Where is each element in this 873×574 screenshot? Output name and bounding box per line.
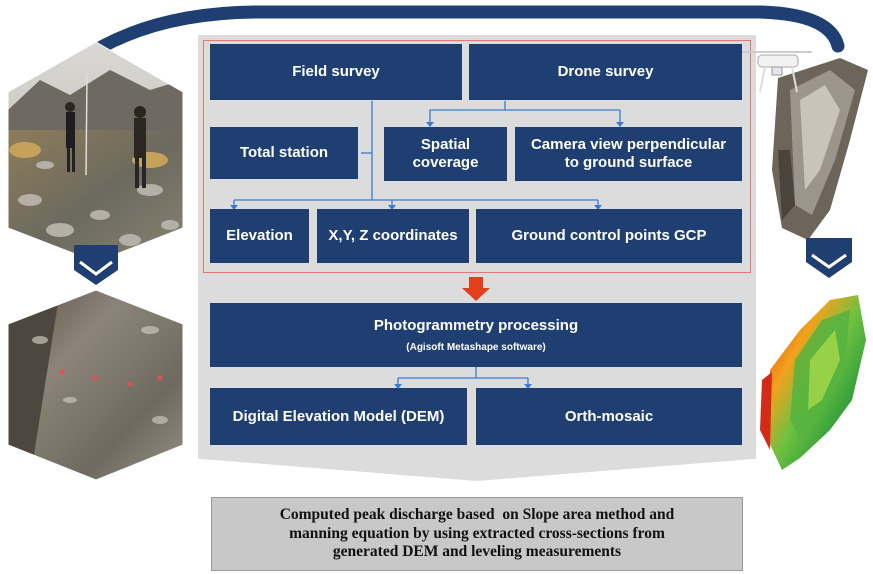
camera-view-line2: to ground surface	[564, 154, 693, 171]
dem-3d-model	[760, 295, 866, 470]
chevron-down-icon	[74, 245, 118, 285]
photogrammetry-title: Photogrammetry processing	[373, 316, 579, 334]
chevron-down-icon	[806, 238, 852, 278]
ortho-photo	[8, 290, 183, 480]
dem-label: Digital Elevation Model (DEM)	[232, 407, 445, 425]
total-station-box: Total station	[210, 127, 358, 179]
result-line1: Computed peak discharge based on Slope a…	[279, 505, 675, 523]
coordinates-label: X,Y, Z coordinates	[328, 227, 458, 244]
gcp-box: Ground control points GCP	[476, 209, 742, 263]
drone-survey-label: Drone survey	[557, 63, 654, 80]
top-arc	[73, 5, 845, 67]
field-survey-label: Field survey	[292, 63, 380, 80]
camera-view-box: Camera view perpendicular to ground surf…	[515, 127, 742, 181]
drone-photo	[772, 58, 868, 240]
elevation-box: Elevation	[210, 209, 309, 263]
orthomosaic-box: Orth-mosaic	[476, 388, 742, 445]
orthomosaic-label: Orth-mosaic	[564, 407, 654, 425]
field-survey-box: Field survey	[210, 44, 462, 100]
camera-view-line1: Camera view perpendicular	[530, 136, 727, 153]
total-station-label: Total station	[239, 144, 329, 161]
red-down-arrow-icon	[462, 277, 490, 301]
drone-icon	[742, 51, 812, 93]
survey-frame	[203, 40, 751, 273]
spatial-coverage-box: Spatial coverage	[384, 127, 507, 181]
result-line2: manning equation by using extracted cros…	[289, 524, 665, 542]
gcp-label: Ground control points GCP	[511, 227, 707, 244]
result-box: Computed peak discharge based on Slope a…	[211, 497, 743, 571]
dem-box: Digital Elevation Model (DEM)	[210, 388, 467, 445]
result-line3: generated DEM and leveling measurements	[332, 543, 622, 561]
spatial-coverage-line1: Spatial	[420, 136, 471, 153]
spatial-coverage-line2: coverage	[412, 154, 479, 171]
drone-survey-box: Drone survey	[469, 44, 742, 100]
photogrammetry-software: (Agisoft Metashape software)	[406, 341, 546, 353]
coordinates-box: X,Y, Z coordinates	[317, 209, 469, 263]
photogrammetry-box: Photogrammetry processing (Agisoft Metas…	[210, 303, 742, 367]
elevation-label: Elevation	[226, 227, 293, 244]
